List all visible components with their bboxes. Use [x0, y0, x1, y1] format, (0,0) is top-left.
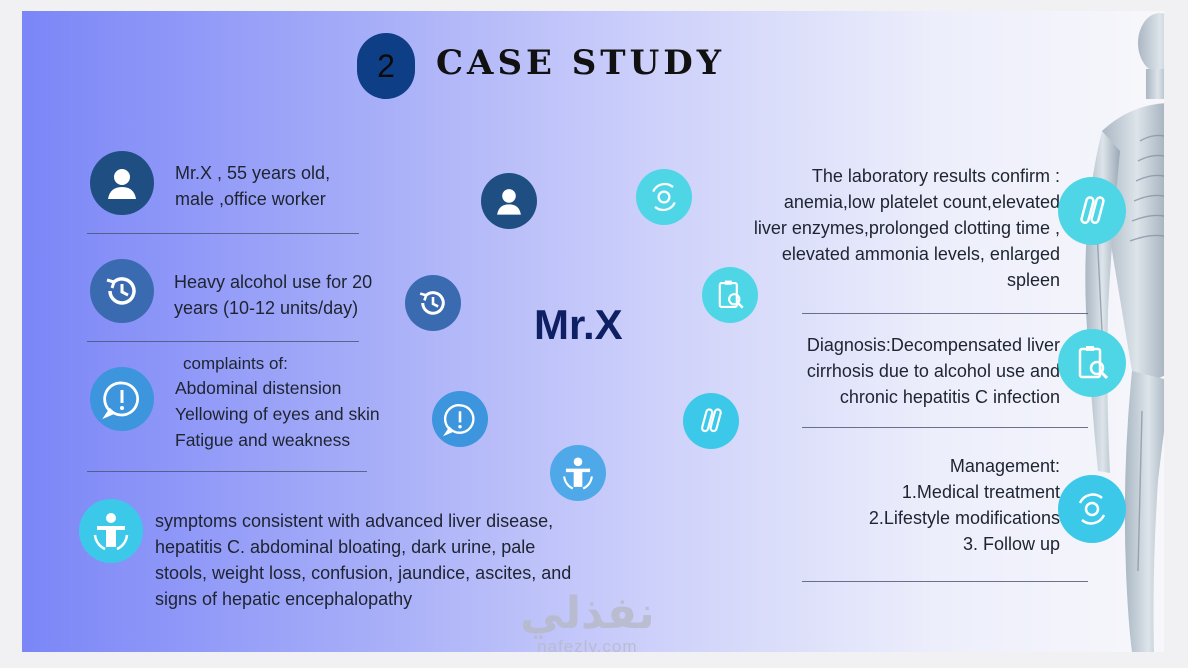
divider	[87, 471, 367, 472]
person-icon	[90, 151, 154, 215]
case-study-slide: 2 CASE STUDY Mr.X , 55 years old, male ,…	[22, 11, 1164, 652]
divider	[87, 341, 359, 342]
complaints-list: Abdominal distension Yellowing of eyes a…	[175, 378, 380, 450]
complaints-title: complaints of:	[183, 354, 288, 373]
clipboard-search-icon	[702, 267, 758, 323]
alert-icon	[432, 391, 488, 447]
center-label: Mr.X	[534, 301, 623, 348]
patient-info: Mr.X , 55 years old, male ,office worker	[175, 163, 331, 209]
management-title: Management:	[949, 456, 1060, 476]
body-icon	[79, 499, 143, 563]
symptoms-text: symptoms consistent with advanced liver …	[155, 511, 572, 609]
test-tubes-icon	[683, 393, 739, 449]
divider	[87, 233, 359, 234]
test-tubes-icon	[1058, 177, 1126, 245]
divider	[802, 313, 1088, 314]
divider	[802, 581, 1088, 582]
history-icon	[90, 259, 154, 323]
history-icon	[405, 275, 461, 331]
person-icon	[481, 173, 537, 229]
body-icon	[550, 445, 606, 501]
alcohol-history: Heavy alcohol use for 20 years (10-12 un…	[174, 272, 373, 318]
watermark: نفذلي nafezly.com	[520, 589, 655, 653]
gear-cycle-icon	[636, 169, 692, 225]
management-list: 1.Medical treatment 2.Lifestyle modifica…	[868, 482, 1060, 554]
alert-icon	[90, 367, 154, 431]
lab-results: The laboratory results confirm : anemia,…	[753, 166, 1060, 290]
watermark-arabic: نفذلي	[520, 589, 655, 638]
slide-number-badge: 2	[357, 33, 415, 99]
slide-title: CASE STUDY	[436, 43, 726, 83]
watermark-latin: nafezly.com	[537, 637, 638, 652]
gear-cycle-icon	[1058, 475, 1126, 543]
divider	[802, 427, 1088, 428]
clipboard-search-icon	[1058, 329, 1126, 397]
diagnosis-text: Diagnosis:Decompensated liver cirrhosis …	[806, 335, 1060, 407]
